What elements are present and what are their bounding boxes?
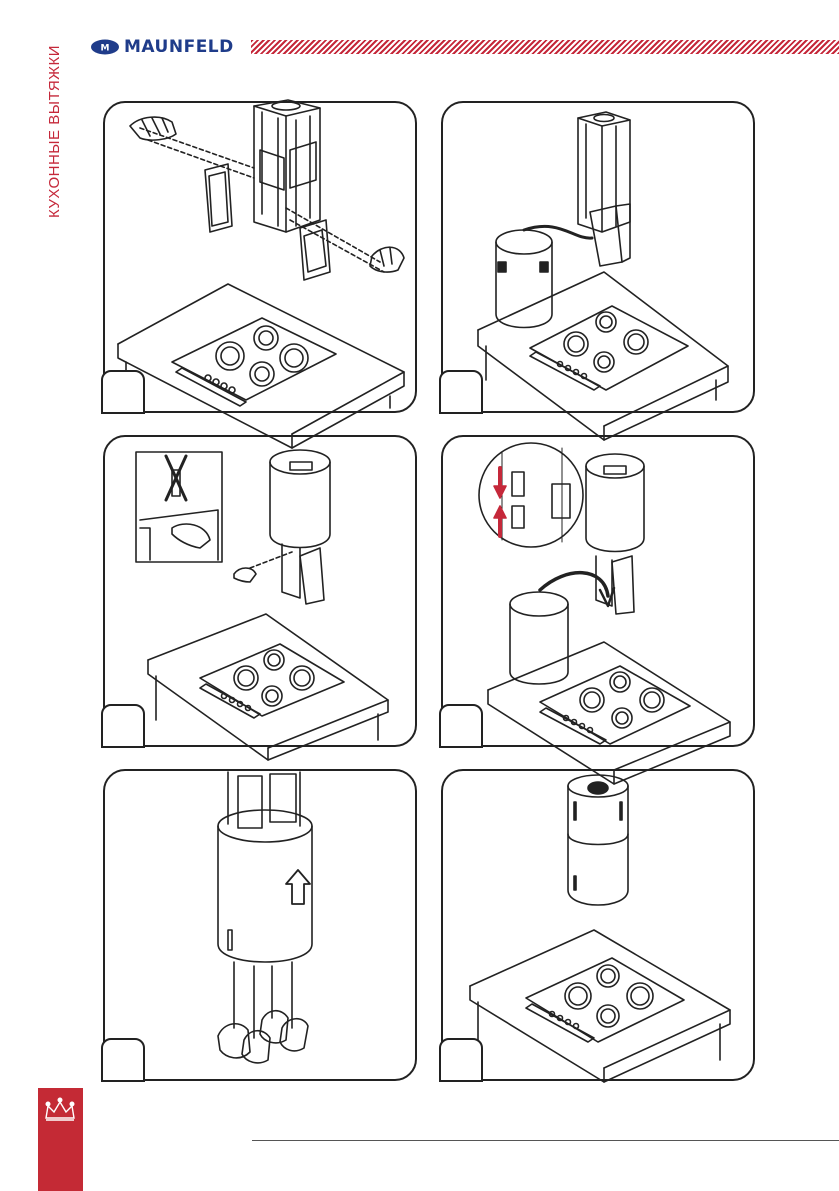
step-number-box-3 [101,704,145,748]
step-number-box-1 [101,370,145,414]
slide-cylinder-up-illustration [218,772,312,1063]
attach-casing-screws-illustration [136,450,388,760]
crown-emblem-icon [38,1090,83,1130]
step-number-box-5 [101,1038,145,1082]
footer-divider [252,1140,839,1141]
step-number-box-6 [439,1038,483,1082]
installed-hood-illustration [470,775,730,1082]
step-number-box-2 [439,370,483,414]
connect-cable-illustration [478,112,728,440]
plug-connector-illustration [479,443,730,784]
hood-frame-assembly-illustration [118,100,404,448]
step-number-box-4 [439,704,483,748]
footer-red-bar [38,1088,83,1191]
